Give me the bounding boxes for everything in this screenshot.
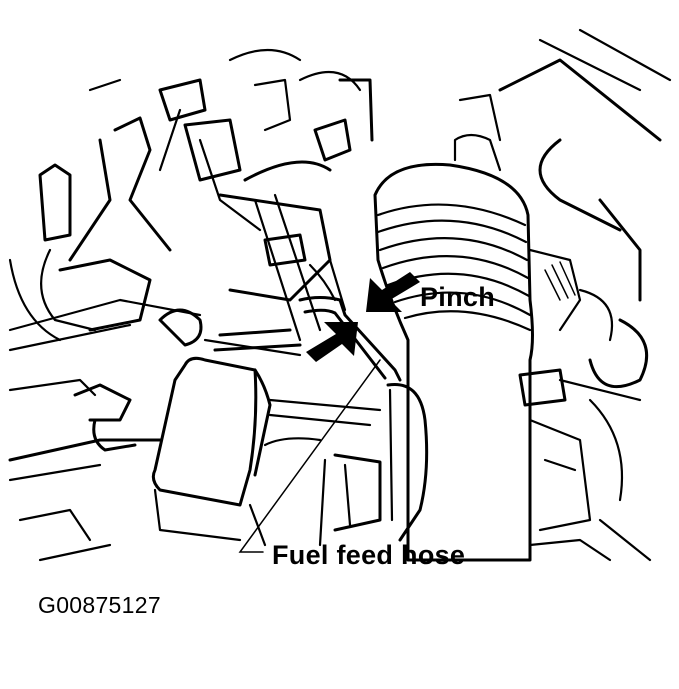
pinch-arrow-upper — [366, 272, 420, 312]
throttle-body — [263, 382, 429, 547]
figure-id: G00875127 — [38, 592, 161, 618]
air-intake-duct — [373, 93, 534, 562]
right-components — [518, 248, 642, 532]
pinch-arrow-lower — [306, 322, 358, 362]
fuel-feed-hose-label: Fuel feed hose — [272, 540, 466, 570]
pinch-label: Pinch — [420, 282, 496, 312]
body-panel-lines — [498, 28, 672, 389]
module-box — [151, 356, 272, 547]
lower-right-components — [528, 398, 652, 562]
fuel-feed-hose-leader-line — [238, 359, 381, 553]
fuel-feed-hose — [298, 258, 402, 382]
mid-left-piping — [8, 298, 302, 562]
